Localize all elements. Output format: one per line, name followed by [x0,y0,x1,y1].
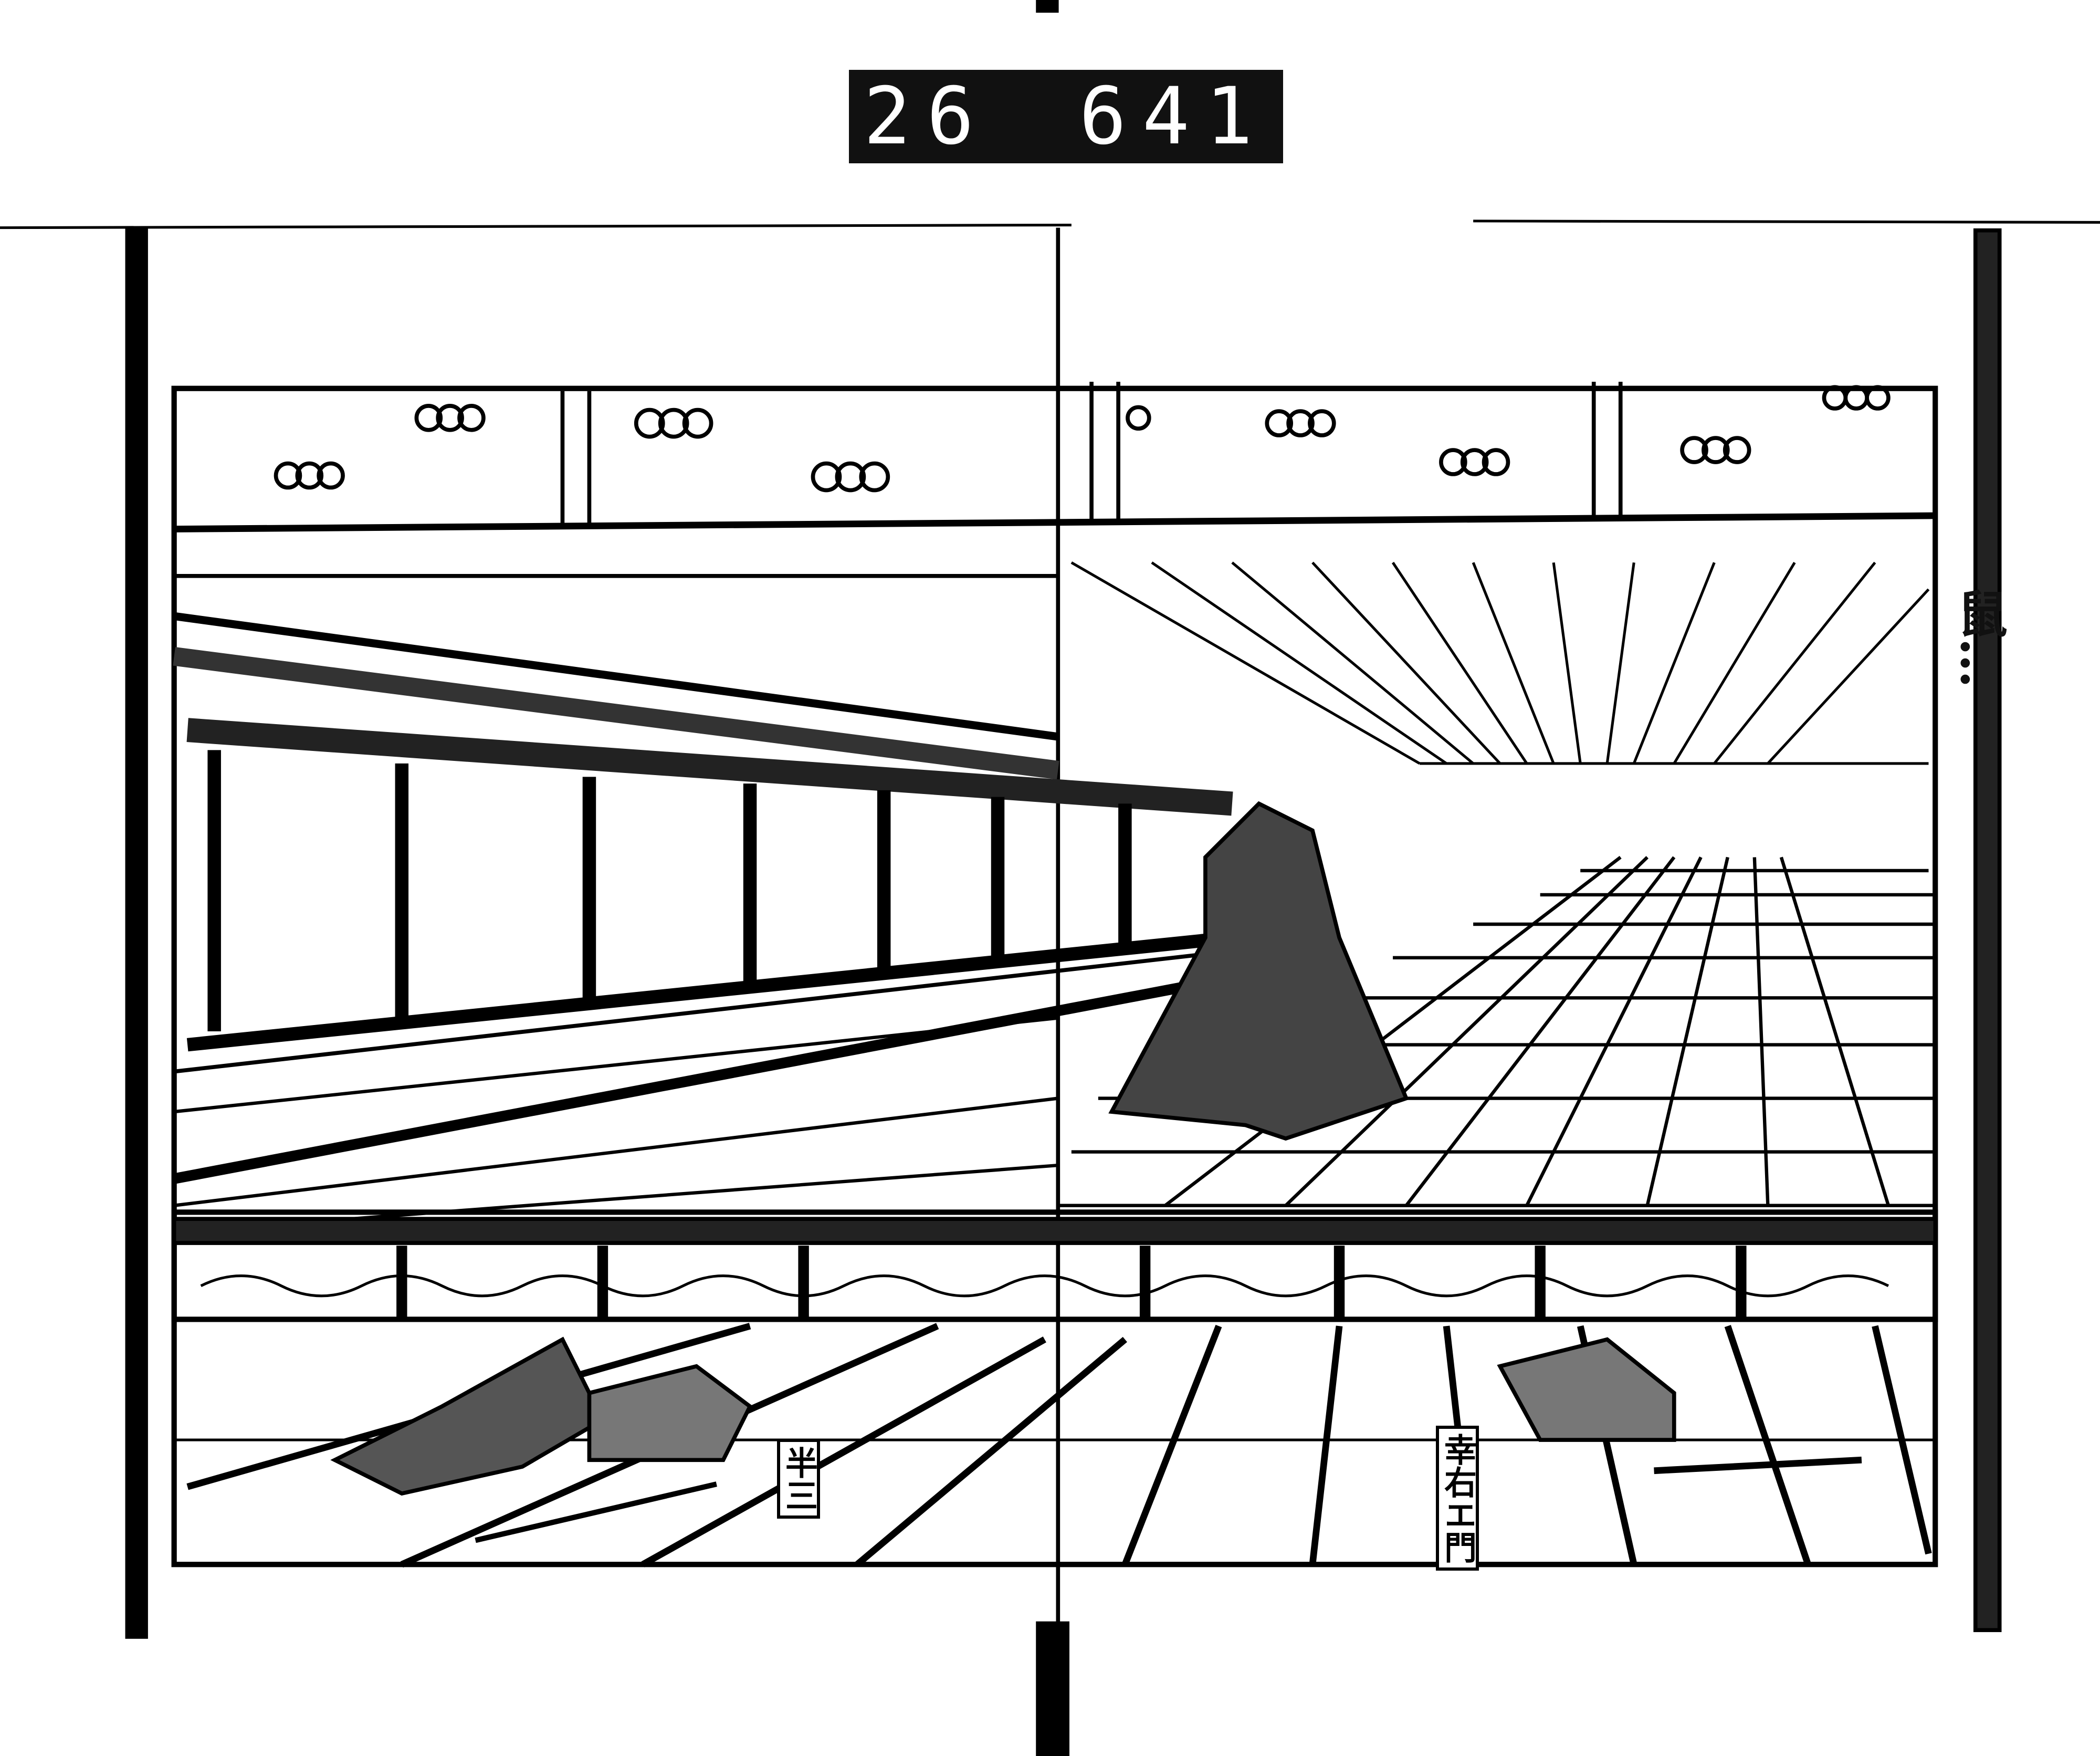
figure-label-kouemon: 幸右エ門 [1436,1426,1479,1571]
catalog-right-number: 641. [1079,71,1332,162]
margin-title: 鼠… [1949,588,2008,688]
catalog-left-number: 326 [800,71,990,162]
catalog-number-tag: 326 641. [800,70,1316,163]
figure-label-hanzo: 半三 [777,1439,820,1519]
